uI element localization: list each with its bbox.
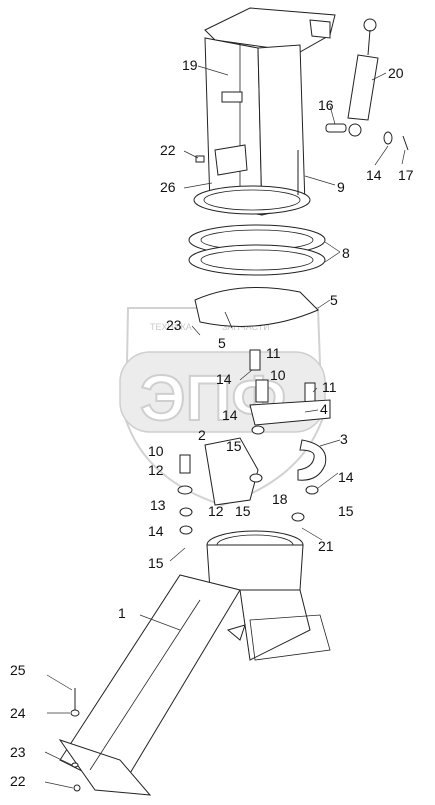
- part-21-nut: [195, 155, 205, 163]
- callout-15-lower: 15: [235, 503, 251, 519]
- callout-10-left: 10: [148, 443, 164, 459]
- part-14-washer-mid: [251, 425, 265, 435]
- callout-14-top: 14: [366, 167, 382, 183]
- callout-22-label: 22: [10, 773, 26, 789]
- callout-15-right: 15: [338, 503, 354, 519]
- part-10-pin-upper: [255, 379, 269, 403]
- callout-5-lower: 5: [218, 335, 226, 351]
- callout-8: 19: [182, 57, 198, 73]
- leader-lines: [44, 65, 406, 789]
- callout-16: 16: [318, 97, 334, 113]
- callout-9: 20: [388, 65, 404, 81]
- callout-5-right: 5: [330, 292, 338, 308]
- part-24-washer: [70, 709, 80, 717]
- part-14-washer-top: [383, 131, 393, 145]
- part-8-column: [204, 7, 336, 216]
- part-9-cylinder: [347, 18, 379, 137]
- part-11-bolt-upper: [249, 349, 261, 371]
- part-6-ring-lower: [188, 244, 326, 276]
- callout-15-left: 15: [148, 555, 164, 571]
- callout-12-lower: 12: [208, 503, 224, 519]
- part-7-flange: [193, 185, 311, 215]
- callout-26: 26: [160, 179, 176, 195]
- part-14-washer-right: [305, 485, 319, 495]
- callout-24: 24: [10, 705, 26, 721]
- part-18-washer: [291, 512, 305, 522]
- part-14-washer-left: [179, 525, 193, 535]
- callout-19: 21: [318, 538, 334, 554]
- part-2-bracket: [204, 437, 259, 506]
- callout-11-upper: 11: [266, 345, 281, 361]
- callout-13: 13: [150, 497, 166, 513]
- callout-21: 22: [160, 142, 176, 158]
- callout-20: 23: [166, 317, 182, 333]
- part-10-pin-left: [179, 454, 191, 474]
- callout-7: 9: [337, 179, 345, 195]
- part-12-washer: [177, 485, 193, 495]
- callout-14-mid: 14: [222, 407, 238, 423]
- part-16-pin: [325, 123, 347, 133]
- part-17-cotter: [402, 135, 409, 151]
- callout-labels: 19 20 16 22 26 9 14 17 8 5 23 5 11 14 10…: [10, 57, 414, 789]
- callout-2: 2: [198, 427, 206, 443]
- callout-23-label: 23: [10, 744, 26, 760]
- callout-15-mid: 15: [226, 438, 242, 454]
- part-13-nut: [179, 507, 193, 517]
- callout-12-upper: 12: [148, 462, 164, 478]
- callout-11-right: 11: [322, 379, 337, 395]
- part-3-pipe: [297, 439, 327, 481]
- callout-1: 1: [118, 605, 126, 621]
- part-22-nut: [73, 784, 81, 792]
- callout-17: 17: [398, 167, 414, 183]
- part-5-split-ring: [194, 287, 319, 327]
- watermark-line1: ТЕХНИКА: [150, 322, 192, 332]
- part-11-bolt-right: [304, 382, 316, 404]
- callout-25: 25: [10, 662, 26, 678]
- callout-14-right: 14: [338, 469, 354, 485]
- part-4-link: [249, 399, 331, 426]
- part-23-washer: [71, 762, 79, 768]
- callout-18: 18: [272, 491, 288, 507]
- callout-14-upper: 14: [216, 371, 232, 387]
- callout-6: 8: [342, 245, 350, 261]
- callout-4: 4: [320, 401, 328, 417]
- part-15-pin-mid: [249, 473, 263, 483]
- callout-14-left: 14: [148, 523, 164, 539]
- part-1-chute: [58, 530, 331, 796]
- watermark-line2: ЗАПЧАСТИ: [222, 322, 270, 332]
- callout-10-upper: 10: [270, 367, 286, 383]
- callout-3: 3: [340, 431, 348, 447]
